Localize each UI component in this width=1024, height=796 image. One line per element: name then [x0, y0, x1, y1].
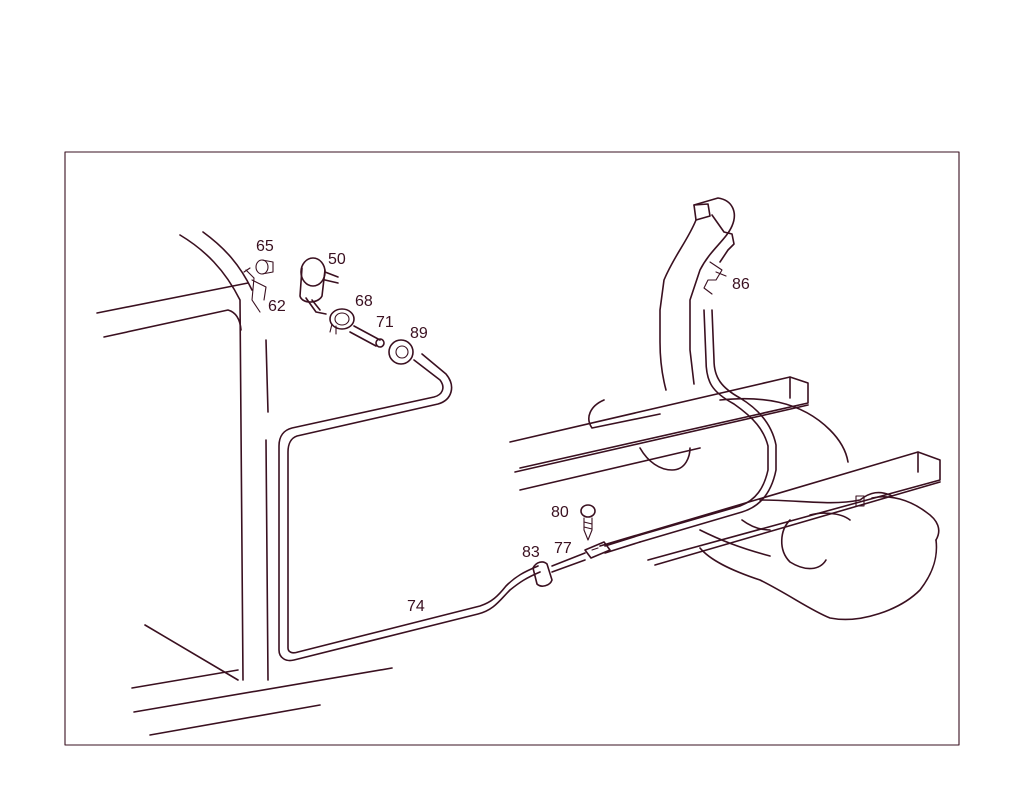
callout-71: 71	[376, 314, 394, 331]
body-structure	[96, 231, 393, 736]
callout-77: 77	[554, 540, 572, 557]
callout-50: 50	[328, 251, 346, 268]
grommet	[388, 339, 414, 365]
callout-68: 68	[355, 293, 373, 310]
tank-shape	[588, 397, 940, 621]
callout-labels: 65 62 50 68 71 89 86 80 77 83 74	[256, 238, 750, 615]
hose-clamp	[329, 308, 355, 335]
diagram-frame	[64, 151, 960, 746]
callout-80: 80	[551, 504, 569, 521]
callout-86: 86	[732, 276, 750, 293]
callout-62: 62	[268, 298, 286, 315]
washer-pump	[299, 257, 339, 315]
screw-80	[580, 504, 596, 541]
filler-neck	[659, 197, 736, 391]
callout-83: 83	[522, 544, 540, 561]
callout-89: 89	[410, 325, 428, 342]
clip-part	[243, 267, 267, 313]
hose-clip-83	[532, 561, 553, 587]
rear-frame	[509, 376, 941, 566]
plug-part	[255, 259, 274, 275]
callout-65: 65	[256, 238, 274, 255]
callout-74: 74	[407, 598, 425, 615]
connector	[349, 325, 385, 348]
hose-line	[278, 309, 777, 662]
hose-holder-77	[584, 541, 611, 559]
